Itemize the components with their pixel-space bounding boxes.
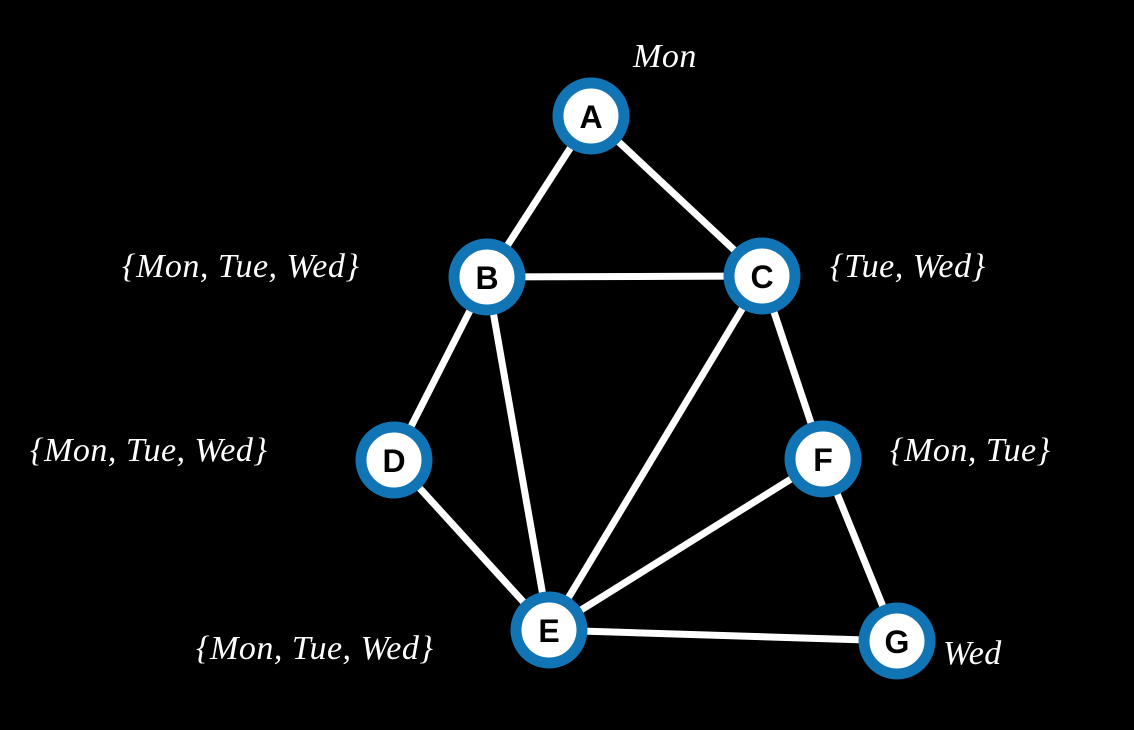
domain-label-a: Mon (633, 38, 697, 75)
node-letter-b: B (475, 260, 498, 296)
domain-label-g: Wed (943, 635, 1002, 672)
domain-label-b: {Mon, Tue, Wed} (122, 248, 360, 285)
node-letter-d: D (382, 443, 405, 479)
node-f[interactable]: F (784, 420, 862, 498)
node-a[interactable]: A (552, 77, 630, 155)
domain-label-d: {Mon, Tue, Wed} (30, 432, 268, 469)
edges-group (390, 112, 901, 645)
node-letter-f: F (813, 442, 833, 478)
edge-e-g (545, 626, 901, 645)
domain-label-c: {Tue, Wed} (830, 248, 986, 285)
nodes-group: A B C D E F G (355, 77, 936, 680)
node-letter-a: A (579, 99, 602, 135)
domain-label-f: {Mon, Tue} (890, 432, 1051, 469)
node-circle-f[interactable] (784, 420, 862, 498)
edge-a-c (587, 112, 766, 280)
node-letter-c: C (750, 259, 773, 295)
edge-b-c (483, 272, 766, 281)
node-circle-a[interactable] (552, 77, 630, 155)
node-circle-b[interactable] (448, 238, 526, 316)
node-circle-e[interactable] (510, 591, 588, 669)
edge-c-e (545, 272, 766, 634)
node-circle-d[interactable] (355, 421, 433, 499)
node-circle-c[interactable] (723, 237, 801, 315)
edge-e-f (545, 455, 827, 634)
domain-label-e: {Mon, Tue, Wed} (196, 630, 434, 667)
node-d[interactable]: D (355, 421, 433, 499)
node-circle-g[interactable] (858, 602, 936, 680)
node-c[interactable]: C (723, 237, 801, 315)
node-b[interactable]: B (448, 238, 526, 316)
node-letter-e: E (538, 613, 559, 649)
node-letter-g: G (885, 624, 910, 660)
node-g[interactable]: G (858, 602, 936, 680)
edge-b-e (483, 273, 553, 634)
node-e[interactable]: E (510, 591, 588, 669)
